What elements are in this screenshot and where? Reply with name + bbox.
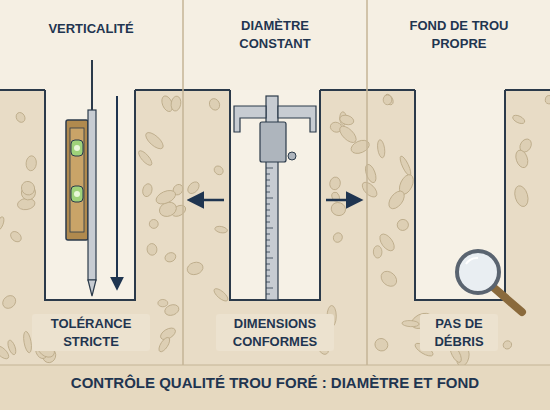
panel-note: PAS DE DÉBRIS (420, 314, 498, 351)
drilled-hole (45, 90, 135, 300)
panel-heading: FOND DE TROU PROPRE (404, 17, 514, 52)
magnifying-glass (457, 251, 522, 312)
plumb-rod (88, 60, 96, 296)
panel-heading: VERTICALITÉ (26, 20, 156, 38)
soil (0, 90, 550, 365)
title-band (0, 365, 550, 410)
panel-note: DIMENSIONS CONFORMES (216, 314, 334, 351)
width-arrow (190, 199, 224, 202)
panel-divider (366, 0, 368, 365)
ground-surface (0, 89, 550, 91)
vertical-arrow (116, 96, 118, 288)
drilled-hole (415, 90, 505, 300)
caliper (234, 96, 316, 300)
drilled-hole (230, 90, 320, 300)
panel-note: TOLÉRANCE STRICTE (32, 314, 150, 351)
width-arrow (326, 199, 360, 202)
panel-divider (182, 0, 184, 365)
band-edge (0, 365, 550, 366)
spirit-level (66, 120, 88, 240)
diagram-title: CONTRÔLE QUALITÉ TROU FORÉ : DIAMÈTRE ET… (0, 373, 550, 393)
panel-heading: DIAMÈTRE CONSTANT (220, 17, 330, 52)
